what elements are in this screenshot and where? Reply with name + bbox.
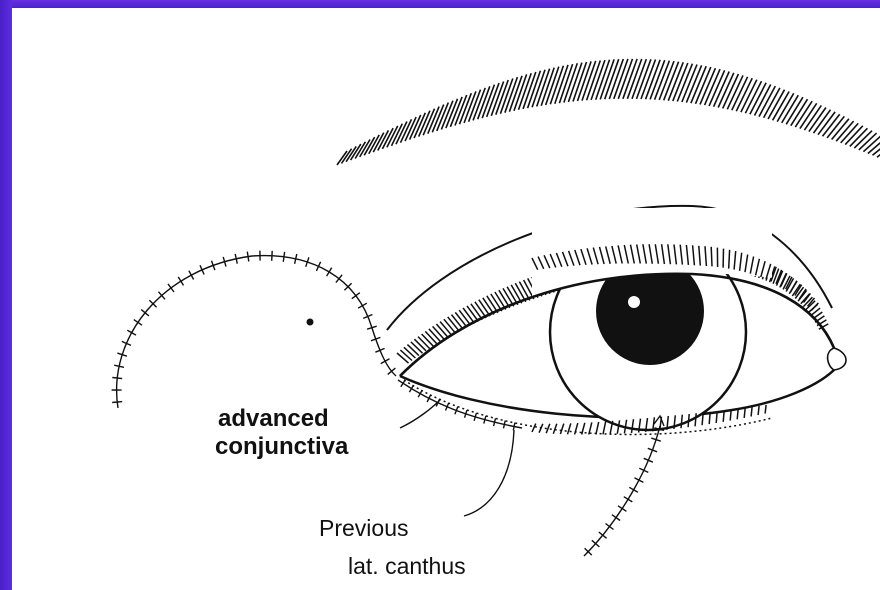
eyelash	[539, 424, 543, 433]
eyelash	[532, 424, 536, 432]
leader-previous-canthus	[464, 430, 514, 516]
eyelash	[397, 353, 409, 363]
suture-tick	[612, 515, 620, 521]
suture-tick	[409, 385, 413, 392]
eyelash	[418, 337, 430, 349]
eyelash	[765, 405, 766, 414]
label-previous: Previous	[319, 516, 408, 540]
slide-top-border	[0, 0, 880, 8]
suture-tick	[283, 252, 284, 262]
suture-tick	[189, 271, 194, 280]
suture-tick	[178, 277, 183, 286]
eyelash	[744, 408, 745, 418]
suture-tick	[336, 275, 342, 283]
lower-margin-suture-line	[398, 380, 522, 428]
eyelash	[440, 322, 452, 336]
label-advanced: advanced	[218, 406, 329, 431]
eyelash	[709, 412, 710, 424]
eyelash	[463, 308, 474, 323]
eyelash	[737, 409, 738, 420]
suture-tick	[494, 418, 496, 426]
eyelash	[433, 326, 445, 339]
eyelash	[407, 345, 419, 356]
eyelash	[582, 423, 585, 435]
eyelash	[459, 310, 471, 325]
eyelash	[711, 247, 712, 267]
eyelash	[596, 422, 599, 435]
eyelash	[716, 411, 717, 423]
medial-canthus	[828, 348, 846, 370]
lower-lateral-sutures	[585, 428, 664, 555]
eyelash	[751, 407, 752, 417]
lateral-flap-sutures	[112, 251, 396, 403]
eyelash	[603, 421, 606, 434]
eyelash	[560, 424, 563, 434]
suture-tick	[112, 378, 122, 379]
eye-illustration-panel: advanced conjunctiva Previous lat. canth…	[12, 8, 880, 590]
suture-tick	[127, 330, 136, 335]
eyelash	[429, 329, 441, 342]
suture-tick	[247, 252, 249, 262]
eyelash	[452, 315, 464, 330]
eyelash	[436, 324, 448, 337]
eyelash	[448, 317, 460, 331]
suture-tick	[629, 487, 638, 492]
suture-tick	[606, 524, 614, 530]
suture-tick	[272, 251, 273, 261]
suture-tick	[504, 421, 506, 429]
eyelash	[425, 331, 437, 344]
suture-tick	[168, 284, 174, 292]
leader-advanced-conjunctiva	[400, 400, 440, 428]
eyelash	[414, 339, 426, 351]
eyelash	[553, 424, 557, 434]
eyelash	[422, 334, 434, 346]
eyelash	[404, 347, 416, 358]
label-lat-canthus: lat. canthus	[348, 554, 466, 578]
eye-illustration	[12, 8, 880, 590]
eyebrow	[337, 59, 880, 165]
eyelash	[400, 350, 412, 360]
suture-tick	[624, 497, 633, 502]
marking-dot	[307, 319, 314, 326]
suture-tick	[134, 320, 142, 326]
suture-tick	[618, 506, 626, 512]
slide-left-border	[0, 0, 12, 590]
eyelash	[411, 342, 423, 353]
lower-lateral-incision	[584, 426, 660, 556]
suture-tick	[635, 478, 644, 483]
suture-tick	[358, 303, 367, 308]
suture-tick	[401, 380, 405, 387]
pupil-highlight	[628, 296, 640, 308]
eyelash	[455, 312, 467, 327]
eyelash	[729, 250, 730, 269]
suture-tick	[112, 402, 122, 403]
eyelash	[444, 319, 456, 333]
suture-tick	[352, 293, 360, 299]
suture-tick	[513, 423, 515, 431]
eyelash	[730, 409, 731, 420]
eyelash	[758, 406, 759, 415]
lateral-flap-incision	[117, 256, 396, 408]
eyelash	[723, 410, 724, 422]
suture-tick	[327, 268, 332, 277]
eyelash	[568, 423, 571, 434]
label-conjunctiva: conjunctiva	[215, 434, 348, 459]
